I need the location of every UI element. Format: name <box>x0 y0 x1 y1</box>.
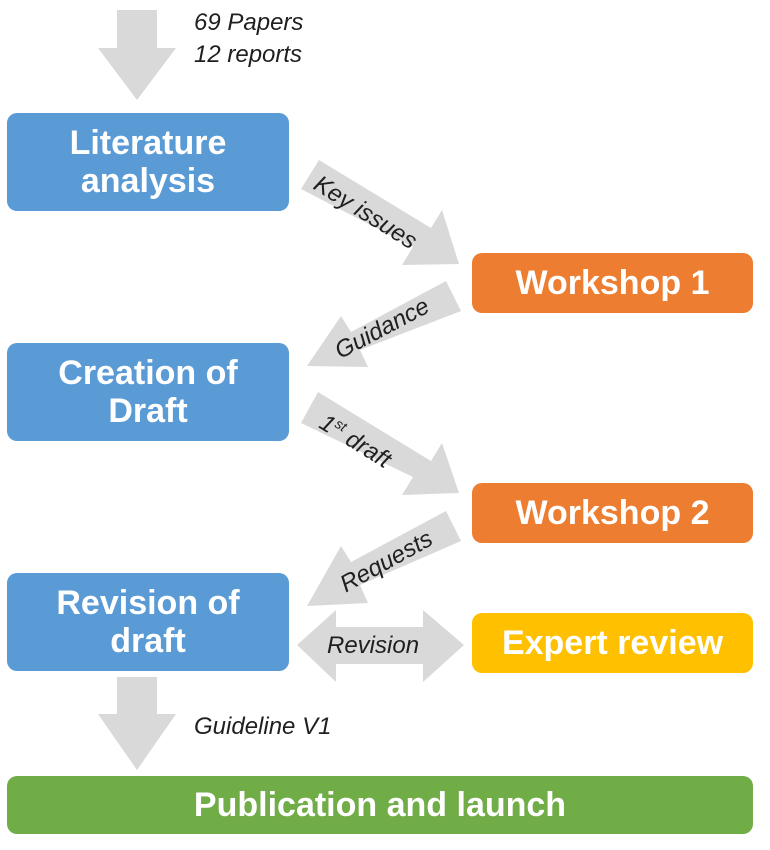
workshop-2-node: Workshop 2 <box>472 483 753 543</box>
expert-review-label: Expert review <box>501 623 724 662</box>
literature-to-workshop1-arrow <box>301 160 459 265</box>
creation-of-draft-node: Creation of Draft <box>7 343 289 441</box>
revision-of-draft-label-line1: Revision of <box>56 583 240 622</box>
publication-and-launch-node: Publication and launch <box>7 776 753 834</box>
literature-analysis-label-line2: analysis <box>80 162 216 200</box>
workshop-1-label: Workshop 1 <box>515 263 710 302</box>
reports-count-label: 12 reports <box>194 41 303 69</box>
literature-analysis-node: Literature analysis <box>7 113 289 211</box>
workshop1-to-creation-arrow <box>307 281 461 367</box>
papers-count-label: 69 Papers <box>194 9 304 36</box>
revision-of-draft-label-line2: draft <box>110 622 186 660</box>
literature-analysis-label-line1: Literature <box>69 123 227 162</box>
workshop2-to-revision-arrow <box>307 511 461 606</box>
input-down-arrow <box>98 10 176 100</box>
expert-review-node: Expert review <box>472 613 753 673</box>
creation-of-draft-label-line2: Draft <box>108 392 188 430</box>
input-notes: 69 Papers 12 reports <box>194 7 303 72</box>
workshop-2-label: Workshop 2 <box>515 493 710 532</box>
revision-double-arrow <box>297 610 464 682</box>
creation-to-workshop2-arrow <box>301 392 459 495</box>
workshop-1-node: Workshop 1 <box>472 253 753 313</box>
guideline-down-arrow <box>98 677 176 770</box>
creation-of-draft-label-line1: Creation of <box>58 353 238 392</box>
guideline-v1-label: Guideline V1 <box>194 713 332 740</box>
revision-of-draft-node: Revision of draft <box>7 573 289 671</box>
publication-and-launch-label: Publication and launch <box>193 785 567 824</box>
revision-arrow-label: Revision <box>327 632 420 659</box>
